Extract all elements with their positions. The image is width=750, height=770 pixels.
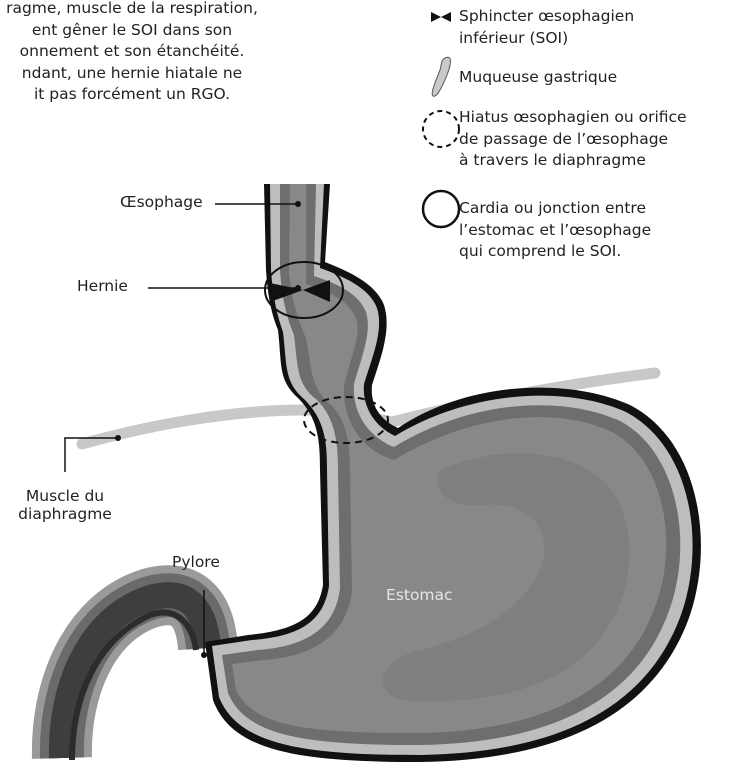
legend-line: de passage de l’œsophage	[459, 129, 687, 151]
diaphragm-label: Muscle du diaphragme	[16, 487, 114, 523]
legend-cardia: Cardia ou jonction entre l’estomac et l’…	[459, 198, 651, 263]
legend-line: l’estomac et l’œsophage	[459, 220, 651, 242]
diaphragm-dot	[115, 435, 121, 441]
duodenum	[62, 595, 208, 760]
esophagus-dot	[295, 201, 301, 207]
pylorus-dot	[201, 652, 207, 658]
legend-line: Cardia ou jonction entre	[459, 198, 651, 220]
esophagus-label: Œsophage	[120, 193, 203, 211]
diaphragm-label-line: Muscle du	[16, 487, 114, 505]
hernia-label: Hernie	[77, 277, 128, 295]
legend-line: Sphincter œsophagien	[459, 6, 634, 28]
legend-sphincter: Sphincter œsophagien inférieur (SOI)	[459, 6, 634, 49]
legend-line: Hiatus œsophagien ou orifice	[459, 107, 687, 129]
solid-circle-icon	[423, 191, 459, 227]
legend-line: inférieur (SOI)	[459, 28, 634, 50]
pylorus-label: Pylore	[172, 553, 220, 571]
legend-line: qui comprend le SOI.	[459, 241, 651, 263]
legend-line: à travers le diaphragme	[459, 150, 687, 172]
legend-mucosa: Muqueuse gastrique	[459, 67, 617, 89]
sphincter-icon	[431, 12, 451, 22]
diaphragm-label-line: diaphragme	[16, 505, 114, 523]
stomach-body	[205, 184, 701, 762]
stomach-label: Estomac	[386, 586, 453, 604]
legend-hiatus: Hiatus œsophagien ou orifice de passage …	[459, 107, 687, 172]
mucosa-icon	[432, 57, 450, 96]
dashed-circle-icon	[423, 111, 459, 147]
legend-line: Muqueuse gastrique	[459, 67, 617, 89]
